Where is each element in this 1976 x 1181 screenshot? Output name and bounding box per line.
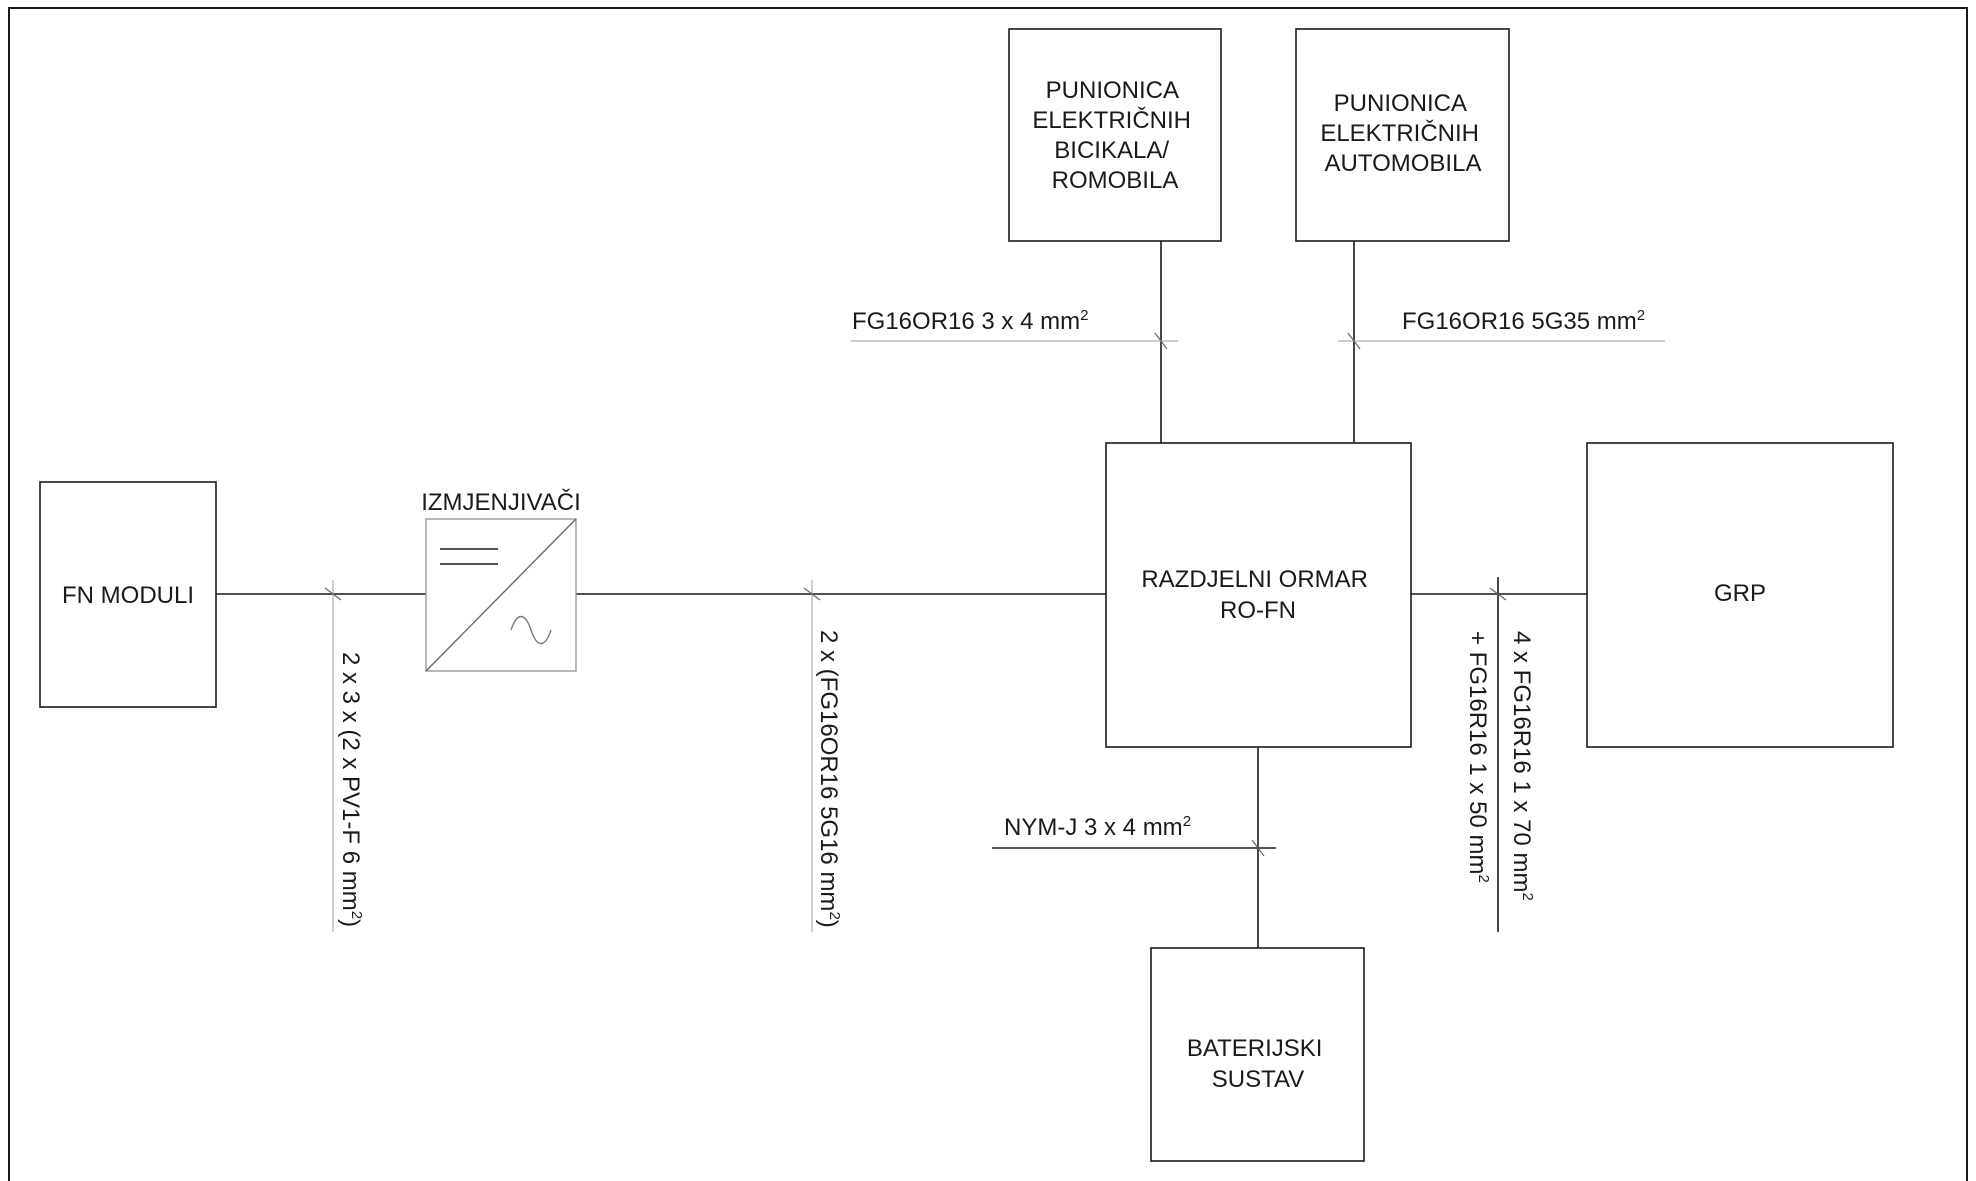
- leader-tick-car-feed: [1347, 332, 1361, 350]
- cable-label-grp-feed-1: 4 x FG16R16 1 x 70 mm2: [1508, 631, 1536, 901]
- car-charger-line-2: ELEKTRIČNIH: [1320, 119, 1479, 147]
- dc-symbol-icon: [440, 548, 498, 565]
- cable-label-car-feed: FG16OR16 5G35 mm2: [1402, 307, 1645, 335]
- cable-label-inverter-out: 2 x (FG16OR16 5G16 mm2): [815, 630, 843, 928]
- bike-charger-box: [1008, 28, 1222, 242]
- cable-label-battery-feed: NYM-J 3 x 4 mm2: [1004, 813, 1191, 841]
- battery-line-1: BATERIJSKI: [1187, 1035, 1323, 1062]
- inverter-label-line-1: IZMJENJIVAČI: [421, 488, 581, 516]
- cable-label-grp-feed-2: + FG16R16 1 x 50 mm2: [1464, 631, 1492, 883]
- cable-leaders: [324, 332, 1665, 932]
- grp-block: GRP: [1586, 442, 1894, 748]
- fn-moduli-box: [39, 481, 217, 708]
- car-charger-label: PUNIONICA ELEKTRIČNIH AUTOMOBILA: [1320, 90, 1485, 177]
- wiring: [216, 241, 1587, 948]
- distribution-line-1: RAZDJELNI ORMAR: [1141, 566, 1368, 593]
- cable-labels: 2 x 3 x (2 x PV1-F 6 mm2) 2 x (FG16OR16 …: [337, 307, 1645, 928]
- inverter-block: IZMJENJIVAČI: [421, 488, 581, 672]
- bike-charger-line-1: PUNIONICA: [1046, 77, 1179, 104]
- fn-moduli-label: FN MODULI: [62, 582, 194, 609]
- bike-charger-line-2: ELEKTRIČNIH: [1032, 106, 1191, 134]
- battery-system-block: BATERIJSKI SUSTAV: [1150, 947, 1365, 1162]
- leader-tick-grp-feed: [1489, 587, 1507, 601]
- fn-moduli-line-1: FN MODULI: [62, 582, 194, 609]
- cable-label-bike-feed: FG16OR16 3 x 4 mm2: [852, 307, 1088, 335]
- distribution-cabinet-block: RAZDJELNI ORMAR RO-FN: [1105, 442, 1412, 748]
- bike-charger-line-4: ROMOBILA: [1052, 167, 1179, 194]
- cable-label-pv-strings: 2 x 3 x (2 x PV1-F 6 mm2): [337, 652, 365, 927]
- fn-moduli-block: FN MODULI: [39, 481, 217, 708]
- grp-line-1: GRP: [1714, 580, 1766, 607]
- car-charger-box: [1295, 28, 1510, 242]
- battery-line-2: SUSTAV: [1212, 1066, 1304, 1093]
- inverter-diagonal: [425, 518, 577, 672]
- battery-system-label: BATERIJSKI SUSTAV: [1187, 1035, 1329, 1093]
- grp-label: GRP: [1714, 580, 1766, 607]
- diagram-frame: [8, 7, 1968, 1181]
- bike-charger-line-3: BICIKALA/: [1054, 137, 1169, 164]
- ac-symbol-icon: [510, 615, 552, 645]
- grp-box: [1586, 442, 1894, 748]
- distribution-cabinet-label: RAZDJELNI ORMAR RO-FN: [1141, 566, 1374, 624]
- distribution-cabinet-box: [1105, 442, 1412, 748]
- distribution-line-2: RO-FN: [1220, 597, 1296, 624]
- bike-charger-label: PUNIONICA ELEKTRIČNIH BICIKALA/ ROMOBILA: [1032, 77, 1197, 194]
- leader-tick-battery-feed: [1251, 839, 1265, 857]
- car-charger-line-1: PUNIONICA: [1334, 90, 1467, 117]
- leader-tick-bike-feed: [1154, 332, 1168, 350]
- leader-tick-inverter-out: [803, 587, 821, 601]
- leader-tick-pv-strings: [324, 587, 342, 601]
- car-charger-block: PUNIONICA ELEKTRIČNIH AUTOMOBILA: [1295, 28, 1510, 242]
- bike-charger-block: PUNIONICA ELEKTRIČNIH BICIKALA/ ROMOBILA: [1008, 28, 1222, 242]
- car-charger-line-3: AUTOMOBILA: [1325, 150, 1482, 177]
- battery-system-box: [1150, 947, 1365, 1162]
- inverter-label: IZMJENJIVAČI: [421, 488, 581, 516]
